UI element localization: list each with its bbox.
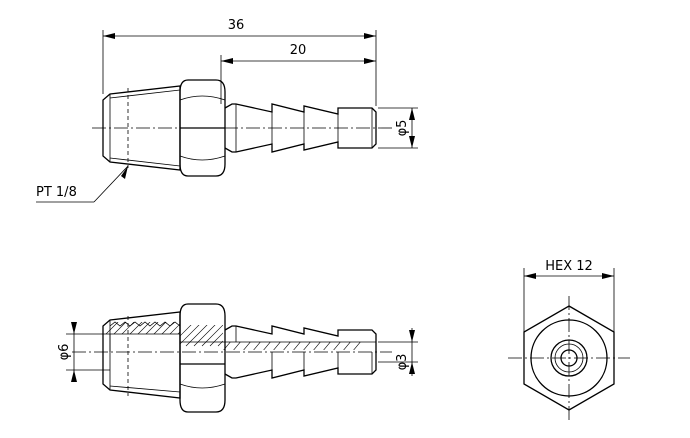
section-view: φ6 φ3 (57, 303, 418, 413)
barb-length-label: 20 (290, 43, 307, 58)
top-hex-nut (179, 79, 226, 177)
top-thread-section (102, 85, 181, 171)
outer-ring (550, 339, 588, 377)
bore-circle (560, 349, 578, 367)
dim-bore-diameter: φ3 (378, 328, 418, 376)
bore-diameter-label: φ3 (395, 354, 410, 371)
top-barb (224, 103, 377, 153)
section-hex (179, 303, 226, 413)
hex-size-label: HEX 12 (545, 259, 593, 274)
hex-chamfer-circle (530, 319, 608, 397)
thread-diameter-label: φ6 (57, 344, 72, 361)
top-view: 36 20 φ5 PT 1/8 (36, 18, 418, 203)
middle-ring (554, 343, 584, 373)
dim-overall-length: 36 (102, 18, 377, 106)
section-barb (223, 325, 377, 379)
overall-length-label: 36 (228, 18, 245, 33)
thread-callout-label: PT 1/8 (36, 185, 77, 200)
end-view: HEX 12 (508, 259, 630, 422)
dim-thread-diameter: φ6 (57, 322, 110, 382)
dim-barb-length: 20 (220, 43, 376, 104)
outer-diameter-label: φ5 (395, 120, 410, 137)
thread-callout: PT 1/8 (36, 165, 129, 203)
dim-hex-size: HEX 12 (523, 259, 615, 332)
dim-outer-diameter: φ5 (378, 107, 418, 149)
